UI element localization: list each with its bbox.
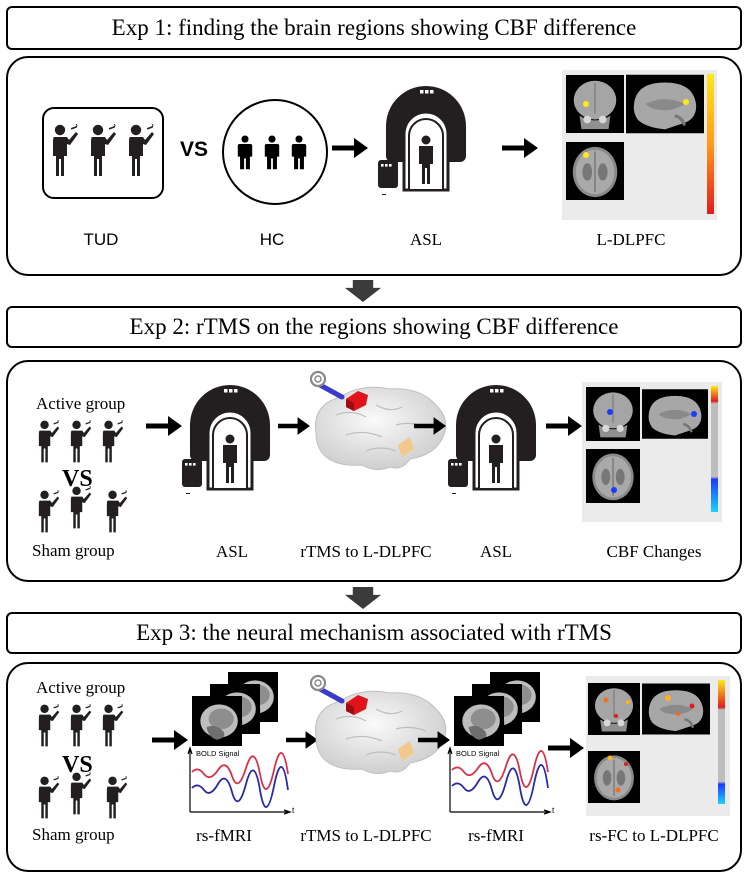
smoker-icon (64, 486, 94, 530)
mri-scanner-icon (446, 385, 546, 497)
tud-group-box (42, 107, 164, 199)
mri-scanner-icon (376, 86, 476, 198)
arrow-right-icon (418, 728, 450, 752)
time-axis-label: t (292, 806, 295, 815)
bold-signal-icon (447, 746, 552, 815)
mri-scanner-icon (180, 385, 280, 497)
brain-scan-icon (588, 680, 640, 738)
arrow-right-icon (414, 414, 446, 438)
rs-fc-label: rs-FC to L-DLPFC (589, 826, 719, 845)
tud-label: TUD (83, 230, 119, 249)
asl-label: ASL (479, 542, 513, 561)
smoker-icon (86, 124, 116, 178)
brain-slice-icon (454, 696, 504, 746)
smoker-icon (64, 704, 94, 748)
person-icon (290, 135, 308, 171)
brain-scan-icon (642, 680, 710, 738)
brain-scan-icon (566, 74, 624, 134)
exp1-title: Exp 1: finding the brain regions showing… (6, 6, 742, 50)
person-icon (236, 135, 254, 171)
active-group-label: Active group (36, 678, 126, 697)
rs-fmri-label: rs-fMRI (468, 826, 524, 845)
asl-label: ASL (409, 230, 443, 249)
hc-group-circle (222, 99, 328, 205)
cbf-changes-label: CBF Changes (606, 542, 702, 561)
arrow-right-icon (332, 136, 368, 160)
colorbar (711, 386, 718, 512)
l-dlpfc-label: L-DLPFC (596, 230, 666, 249)
rs-fmri-label: rs-fMRI (196, 826, 252, 845)
active-group-label: Active group (36, 394, 126, 413)
brain-scan-icon (626, 74, 704, 134)
time-axis-label: t (552, 806, 555, 815)
exp2-title: Exp 2: rTMS on the regions showing CBF d… (6, 306, 742, 348)
smoker-icon (32, 776, 62, 820)
arrow-right-icon (546, 414, 582, 438)
brain-scan-icon (566, 140, 624, 202)
brain-scan-icon (642, 386, 708, 442)
rtms-label: rTMS to L-DLPFC (300, 826, 432, 845)
arrow-right-icon (152, 728, 188, 752)
smoker-icon (48, 124, 78, 178)
bold-signal-icon (187, 746, 292, 815)
exp3-title: Exp 3: the neural mechanism associated w… (6, 612, 742, 654)
smoker-icon (124, 124, 154, 178)
colorbar (718, 680, 725, 804)
smoker-icon (96, 420, 126, 464)
brain-scan-icon (586, 446, 640, 506)
brain-scan-icon (588, 744, 640, 810)
smoker-icon (32, 490, 62, 534)
smoker-icon (96, 704, 126, 748)
arrow-right-icon (146, 414, 182, 438)
hc-label: HC (259, 230, 285, 249)
smoker-icon (32, 420, 62, 464)
colorbar (707, 74, 714, 214)
rtms-label: rTMS to L-DLPFC (300, 542, 432, 561)
asl-label: ASL (215, 542, 249, 561)
arrow-down-icon (340, 587, 386, 609)
bold-signal-label: BOLD Signal (196, 749, 240, 758)
smoker-icon (100, 490, 130, 534)
smoker-icon (100, 776, 130, 820)
sham-group-label: Sham group (32, 825, 115, 844)
smoker-icon (64, 772, 94, 816)
arrow-right-icon (548, 736, 584, 760)
sham-group-label: Sham group (32, 541, 115, 560)
smoker-icon (64, 420, 94, 464)
arrow-down-icon (340, 280, 386, 302)
smoker-icon (32, 704, 62, 748)
brain-scan-icon (586, 386, 640, 442)
arrow-right-icon (502, 136, 538, 160)
brain-slice-icon (192, 696, 242, 746)
person-icon (263, 135, 281, 171)
vs-label: VS (180, 138, 209, 161)
bold-signal-label: BOLD Signal (456, 749, 500, 758)
